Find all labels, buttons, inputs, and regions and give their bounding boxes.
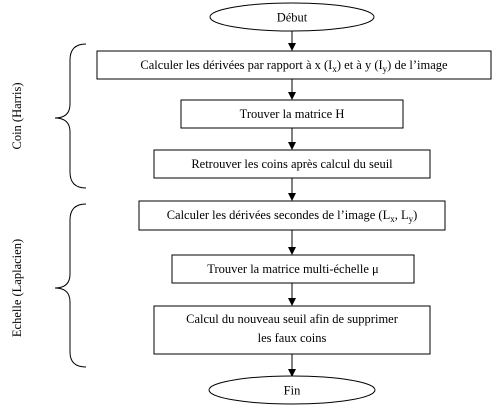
step-new-threshold-box <box>153 305 431 355</box>
step-new-threshold-label-line1: Calcul du nouveau seuil afin de supprime… <box>186 312 399 326</box>
step-multiscale-matrix-label: Trouver la matrice multi-échelle μ <box>207 262 379 276</box>
harris-group-label: Coin (Harris) <box>10 83 24 150</box>
step-corners-threshold-label: Retrouver les coins après calcul du seui… <box>191 157 393 171</box>
end-node <box>208 375 376 405</box>
step-corners-threshold-box <box>153 149 431 179</box>
step-second-derivatives-label: Calculer les dérivées secondes de l’imag… <box>167 208 418 224</box>
step-second-derivatives-box <box>138 200 446 231</box>
step-matrix-h-label: Trouver la matrice H <box>240 107 345 121</box>
step-derivatives-label: Calculer les dérivées par rapport à x (I… <box>140 58 448 74</box>
step-derivatives-box <box>96 50 492 80</box>
start-label: Début <box>277 11 308 25</box>
step-new-threshold-label-line2: les faux coins <box>258 331 327 345</box>
step-multiscale-matrix-box <box>171 254 415 284</box>
harris-group-brace <box>54 43 87 189</box>
laplacien-group-brace <box>54 203 87 368</box>
laplacien-group-label: Echelle (Laplacien) <box>10 239 24 337</box>
end-label: Fin <box>284 384 301 398</box>
